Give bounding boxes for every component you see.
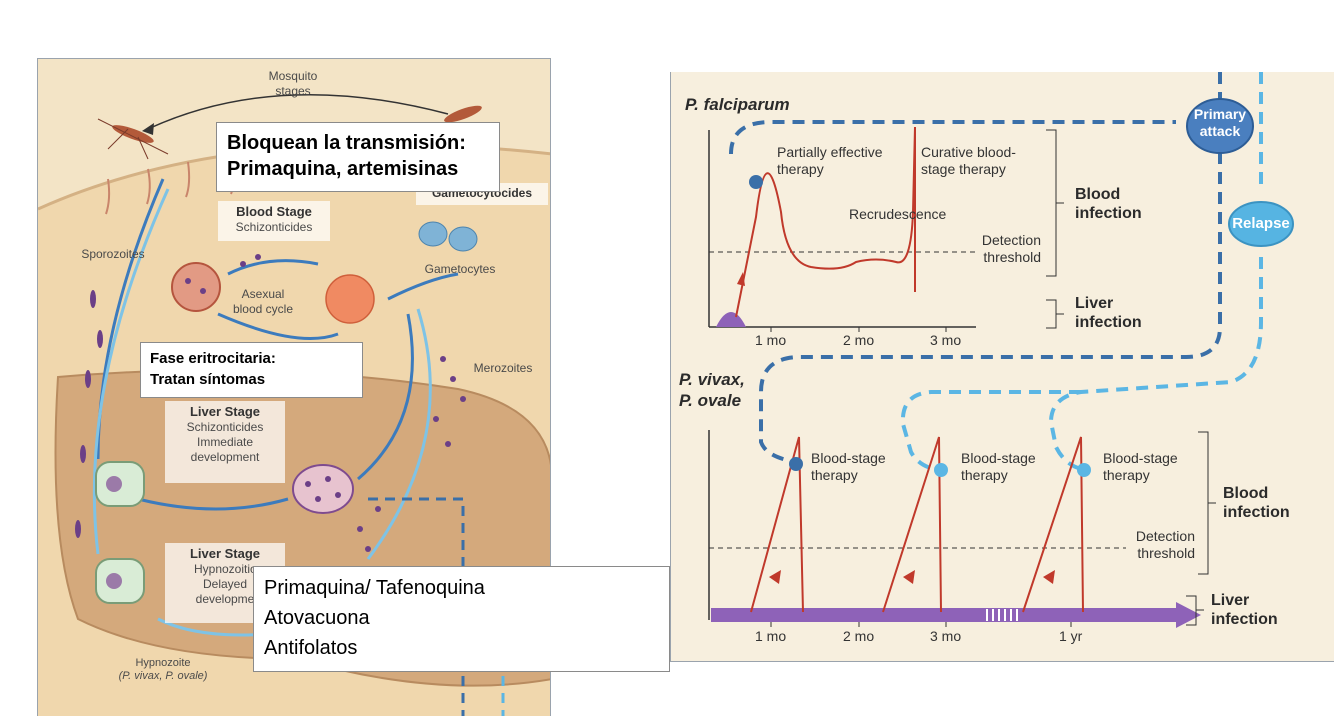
red-blood-cell [325,274,375,324]
sporozoites-label: Sporozoites [81,247,145,261]
liver-stage-subtitle: Hypnozoitic [193,562,257,576]
liver-stage-box-1: Liver Stage Schizonticides Immediate dev… [165,401,285,483]
tick-label: 2 mo [843,628,875,644]
vivax-title: P. vivax,P. ovale [679,370,745,410]
hypnozoite-label: Hypnozoite (P. vivax, P. ovale) [118,657,208,682]
therapy-marker [789,457,803,471]
therapy-marker [1077,463,1091,477]
therapy-marker [934,463,948,477]
schizont-cell [171,262,221,312]
erythrocytic-callout: Fase eritrocitaria: Tratan síntomas [140,342,363,398]
gametocyte-cell [418,221,448,247]
recrudescence-label: Recrudescence [849,206,947,222]
drugs-callout: Primaquina/ Tafenoquina Atovacuona Antif… [253,566,670,672]
therapy-marker [749,175,763,189]
falciparum-curve [735,126,916,318]
blood-stage-subtitle: Schizonticides [235,220,313,234]
callout-line: Atovacuona [264,607,370,629]
merozoites-label: Merozoites [473,361,533,375]
callout-line: Primaquina/ Tafenoquina [264,577,485,599]
infection-curves [708,72,1294,628]
relapse-label: Relapse [1232,215,1290,232]
callout-line: Bloquean la transmisión: [227,132,466,154]
tick-label: 1 mo [755,332,787,348]
callout-line: Tratan síntomas [150,371,266,388]
tick-label: 1 mo [755,628,787,644]
gametocytes-label: Gametocytes [424,262,496,276]
development-label: development [190,450,260,464]
liver-stage-title: Liver Stage [189,404,261,419]
tick-label: 2 mo [843,332,875,348]
relapse-badge [1228,201,1294,247]
blood-stage-title: Blood Stage [236,204,312,219]
relapse-curve-2 [882,436,942,613]
liver-infection-bar [711,608,1181,622]
falciparum-title: P. falciparum [685,95,790,114]
tick-label: 3 mo [930,628,962,644]
liver-schizont [292,464,354,514]
primary-attack-badge [1186,98,1254,154]
curative-therapy-label: Curative blood-stage therapy [921,144,1016,177]
relapse-curve-3 [1022,436,1084,613]
development-label: Delayed [202,577,248,591]
development-label: Immediate [196,435,254,449]
callout-line: Antifolatos [264,637,358,659]
mosquito-icon [444,105,482,123]
callout-line: Fase eritrocitaria: [150,350,276,367]
transmission-callout: Bloquean la transmisión: Primaquina, art… [216,122,500,192]
tick-label: 3 mo [930,332,962,348]
callout-line: Primaquina, artemisinas [227,158,459,180]
mosquito-icon [97,118,169,160]
development-label: developme [195,592,255,606]
blood-stage-box: Blood Stage Schizonticides [218,201,330,241]
gametocyte-cell [448,226,478,252]
liver-stage-subtitle: Schizonticides [186,420,264,434]
liver-infection-area [716,312,746,327]
relapse-curve-1 [750,436,804,613]
tick-label: 1 yr [1059,628,1083,644]
liver-stage-title: Liver Stage [189,546,261,561]
